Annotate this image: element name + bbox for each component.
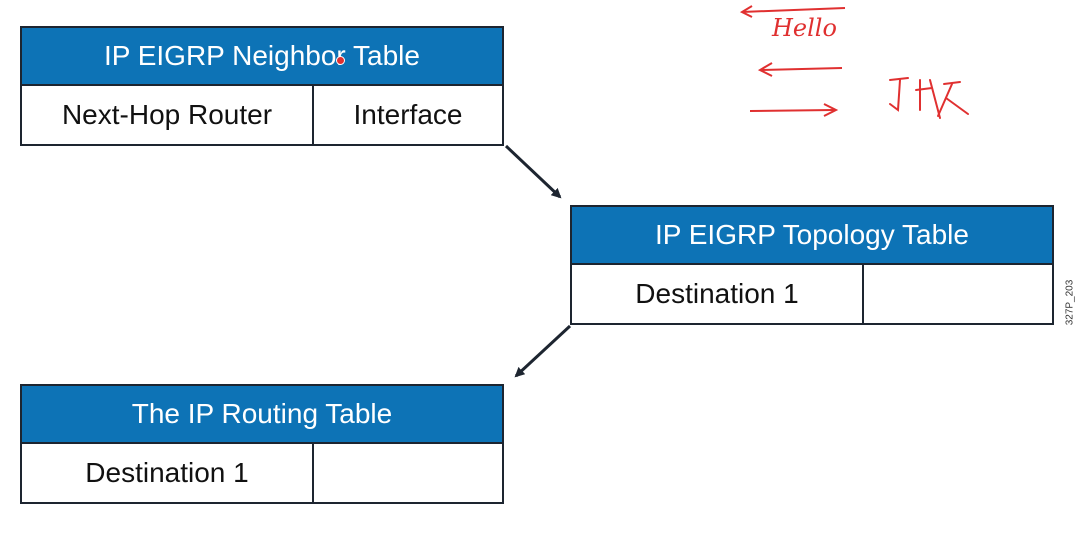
hello-handwriting: Hello — [771, 14, 837, 42]
figure-code: 327P_203 — [1062, 272, 1078, 332]
topology-table: IP EIGRP Topology Table Destination 1 — [570, 205, 1054, 325]
right-arrow-line — [749, 109, 835, 112]
left-arrow-icon — [757, 62, 773, 77]
figure-code-label: 327P_203 — [1064, 279, 1076, 325]
arrow-neighbor-to-topology — [504, 144, 562, 199]
neighbor-table-row: Next-Hop Router Interface — [22, 86, 502, 144]
routing-table-row: Destination 1 — [22, 444, 502, 502]
neighbor-table: IP EIGRP Neighbor Table Next-Hop Router … — [20, 26, 504, 146]
routing-table-title: The IP Routing Table — [22, 386, 502, 444]
right-arrow-icon — [823, 103, 839, 117]
neighbor-table-title: IP EIGRP Neighbor Table — [22, 28, 502, 86]
topology-table-destination-cell: Destination 1 — [572, 265, 864, 323]
left-arrow-line — [761, 67, 843, 71]
neighbor-table-next-hop-cell: Next-Hop Router — [22, 86, 314, 144]
hello-overline-arrowhead-icon — [739, 5, 753, 18]
handwritten-annotations: Hello — [739, 5, 969, 119]
routing-table-empty-cell — [314, 444, 502, 502]
handwritten-glyph-icon — [889, 77, 969, 119]
hello-overline — [741, 7, 846, 13]
arrow-topology-to-routing — [514, 324, 572, 378]
topology-table-row: Destination 1 — [572, 265, 1052, 323]
routing-table: The IP Routing Table Destination 1 — [20, 384, 504, 504]
pointer-dot — [336, 56, 345, 65]
neighbor-table-interface-cell: Interface — [353, 99, 463, 130]
topology-table-empty-cell — [864, 265, 1052, 323]
routing-table-destination-cell: Destination 1 — [22, 444, 314, 502]
topology-table-title: IP EIGRP Topology Table — [572, 207, 1052, 265]
